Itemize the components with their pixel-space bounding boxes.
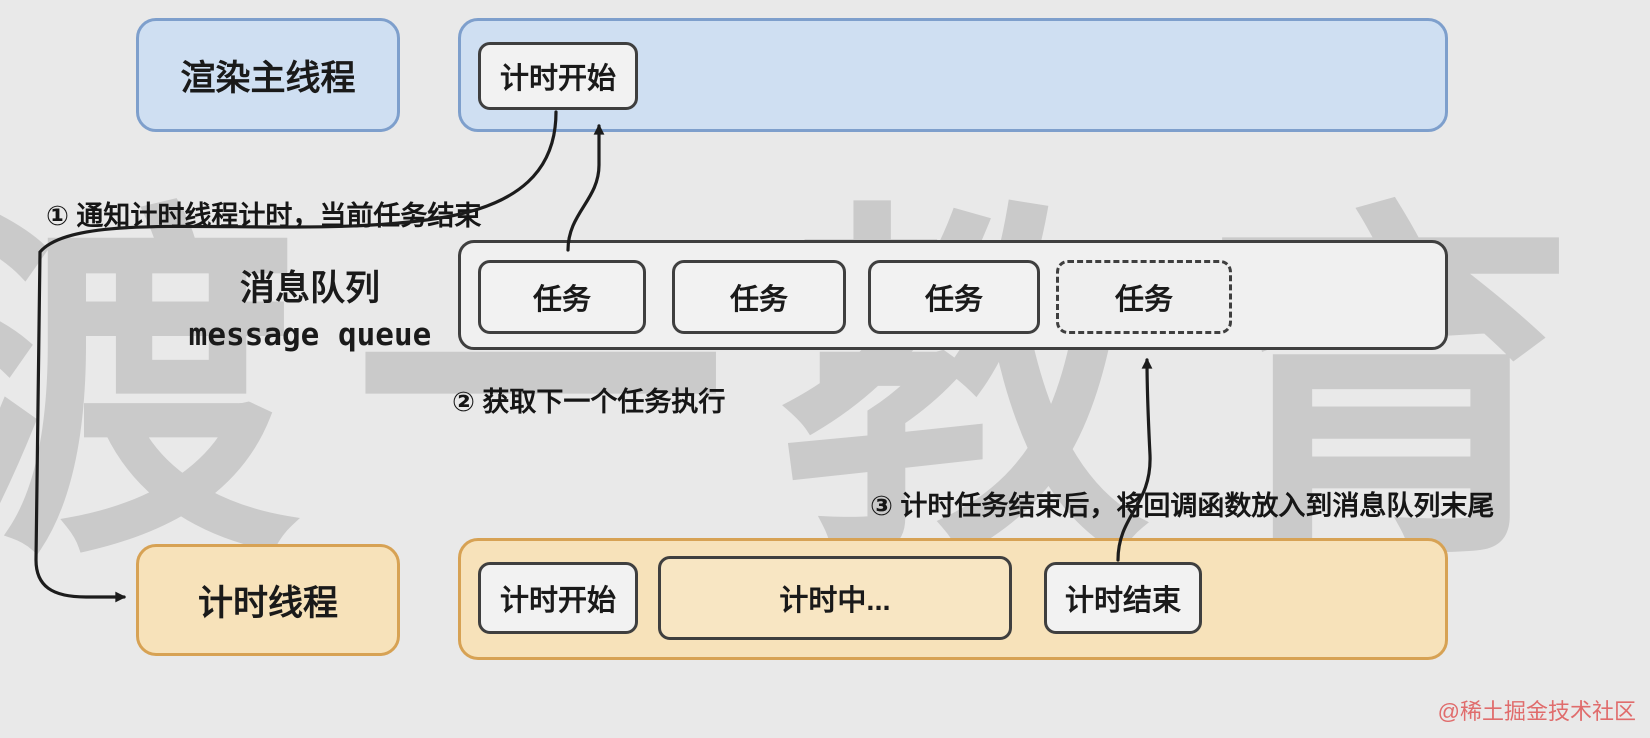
render-main-thread-label: 渲染主线程 <box>180 58 356 98</box>
main-thread-timer-start-label: 计时开始 <box>499 63 616 95</box>
timer-end-box: 计时结束 <box>1044 562 1202 634</box>
credit-text: @稀土掘金技术社区 <box>1437 699 1636 724</box>
message-queue-label-en: message queue <box>188 317 432 353</box>
task-box-1: 任务 <box>478 260 646 334</box>
render-main-thread-box: 渲染主线程 <box>136 18 400 132</box>
main-thread-timer-start-box: 计时开始 <box>478 42 638 110</box>
timer-running-label: 计时中... <box>779 585 891 617</box>
message-queue-label: 消息队列 message queue <box>120 260 500 353</box>
annotation-step2: ② 获取下一个任务执行 <box>452 387 726 417</box>
annotation-step1: ① 通知计时线程计时，当前任务结束 <box>46 201 482 231</box>
task-box-4-label: 任务 <box>1114 284 1173 316</box>
timer-end-label: 计时结束 <box>1064 585 1181 617</box>
message-queue-label-cn: 消息队列 <box>239 269 380 308</box>
annotation-step3: ③ 计时任务结束后，将回调函数放入到消息队列末尾 <box>870 491 1495 521</box>
task-box-1-label: 任务 <box>532 284 591 316</box>
task-box-4-pending: 任务 <box>1056 260 1232 334</box>
timer-running-box: 计时中... <box>658 556 1012 640</box>
task-box-3: 任务 <box>868 260 1040 334</box>
task-box-3-label: 任务 <box>924 284 983 316</box>
timer-thread-box: 计时线程 <box>136 544 400 656</box>
task-box-2: 任务 <box>672 260 846 334</box>
timer-start-label: 计时开始 <box>499 585 616 617</box>
timer-thread-label: 计时线程 <box>197 583 338 623</box>
task-box-2-label: 任务 <box>729 284 788 316</box>
timer-start-box: 计时开始 <box>478 562 638 634</box>
